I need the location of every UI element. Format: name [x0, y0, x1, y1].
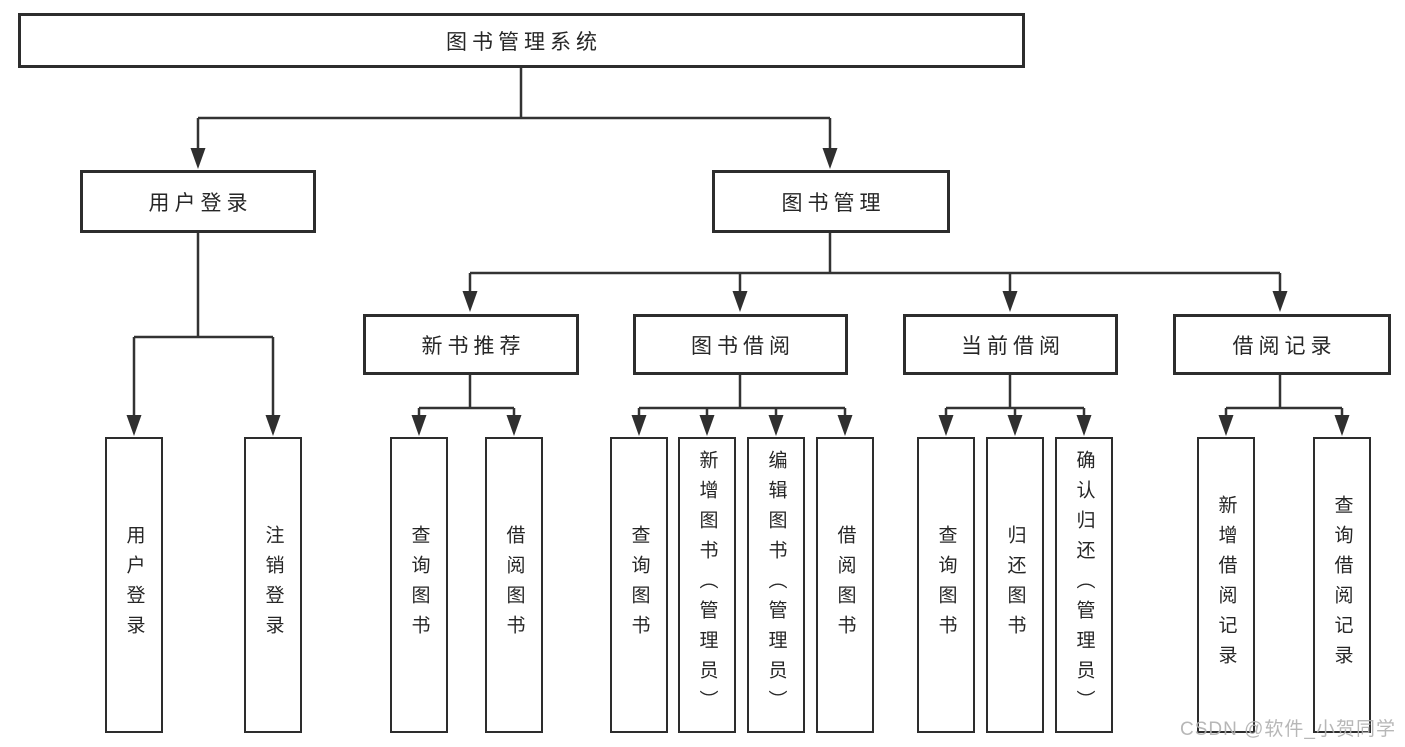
arrowhead-icon: [1076, 415, 1092, 436]
node-current-borrowing-label: 当前借阅: [961, 334, 1065, 358]
arrowhead-icon: [126, 415, 142, 436]
leaf-user-login: 用户登录: [105, 437, 163, 733]
leaf-return-books: 归还图书: [986, 437, 1044, 733]
csdn-watermark: CSDN @软件_小贺同学: [1180, 719, 1396, 740]
arrowhead-icon: [1272, 291, 1288, 312]
node-borrowing-records-label: 借阅记录: [1232, 334, 1337, 358]
node-user-login-label: 用户登录: [148, 191, 253, 215]
connector-book-mgmt-children: [462, 233, 1288, 312]
leaf-query-books-recommend-label: 查询图书: [408, 525, 430, 645]
node-user-login: 用户登录: [80, 170, 316, 233]
arrowhead-icon: [1334, 415, 1350, 436]
leaf-return-books-label: 归还图书: [1004, 525, 1026, 645]
leaf-query-books-current: 查询图书: [917, 437, 975, 733]
node-book-borrowing: 图书借阅: [633, 314, 848, 375]
leaf-confirm-return-admin: 确认归还（管理员）: [1055, 437, 1113, 733]
connector-user-login-children: [126, 233, 281, 436]
node-borrowing-records: 借阅记录: [1173, 314, 1391, 375]
arrowhead-icon: [699, 415, 715, 436]
leaf-query-books-borrowing: 查询图书: [610, 437, 668, 733]
arrowhead-icon: [837, 415, 853, 436]
arrowhead-icon: [1002, 291, 1018, 312]
leaf-edit-books-admin: 编辑图书（管理员）: [747, 437, 805, 733]
leaf-borrow-books-recommend: 借阅图书: [485, 437, 543, 733]
connector-borrowing-children: [631, 375, 853, 436]
node-book-management-label: 图书管理: [781, 191, 886, 215]
leaf-query-books-recommend: 查询图书: [390, 437, 448, 733]
leaf-add-books-admin: 新增图书（管理员）: [678, 437, 736, 733]
leaf-logout-label: 注销登录: [262, 525, 284, 645]
arrowhead-icon: [411, 415, 427, 436]
arrowhead-icon: [506, 415, 522, 436]
arrowhead-icon: [732, 291, 748, 312]
leaf-query-borrow-record: 查询借阅记录: [1313, 437, 1371, 733]
leaf-confirm-return-admin-label: 确认归还（管理员）: [1073, 450, 1095, 720]
leaf-query-books-borrowing-label: 查询图书: [628, 525, 650, 645]
arrowhead-icon: [1007, 415, 1023, 436]
node-current-borrowing: 当前借阅: [903, 314, 1118, 375]
leaf-borrow-books: 借阅图书: [816, 437, 874, 733]
node-root: 图书管理系统: [18, 13, 1025, 68]
leaf-add-borrow-record-label: 新增借阅记录: [1215, 495, 1237, 675]
leaf-user-login-label: 用户登录: [123, 525, 145, 645]
arrowhead-icon: [462, 291, 478, 312]
leaf-query-books-current-label: 查询图书: [935, 525, 957, 645]
arrowhead-icon: [822, 148, 838, 169]
leaf-logout: 注销登录: [244, 437, 302, 733]
leaf-query-borrow-record-label: 查询借阅记录: [1331, 495, 1353, 675]
arrowhead-icon: [1218, 415, 1234, 436]
node-book-borrowing-label: 图书借阅: [691, 334, 795, 358]
leaf-edit-books-admin-label: 编辑图书（管理员）: [765, 450, 787, 720]
arrowhead-icon: [190, 148, 206, 169]
connector-root-to-level2: [190, 68, 838, 169]
connector-newbook-children: [411, 375, 522, 436]
node-root-label: 图书管理系统: [446, 30, 602, 54]
connector-records-children: [1218, 375, 1350, 436]
leaf-add-books-admin-label: 新增图书（管理员）: [696, 450, 718, 720]
arrowhead-icon: [631, 415, 647, 436]
arrowhead-icon: [265, 415, 281, 436]
node-book-management: 图书管理: [712, 170, 950, 233]
arrowhead-icon: [938, 415, 954, 436]
node-new-book-recommend: 新书推荐: [363, 314, 579, 375]
leaf-borrow-books-label: 借阅图书: [834, 525, 856, 645]
leaf-borrow-books-recommend-label: 借阅图书: [503, 525, 525, 645]
node-new-book-recommend-label: 新书推荐: [421, 334, 526, 358]
leaf-add-borrow-record: 新增借阅记录: [1197, 437, 1255, 733]
arrowhead-icon: [768, 415, 784, 436]
connector-current-children: [938, 375, 1092, 436]
